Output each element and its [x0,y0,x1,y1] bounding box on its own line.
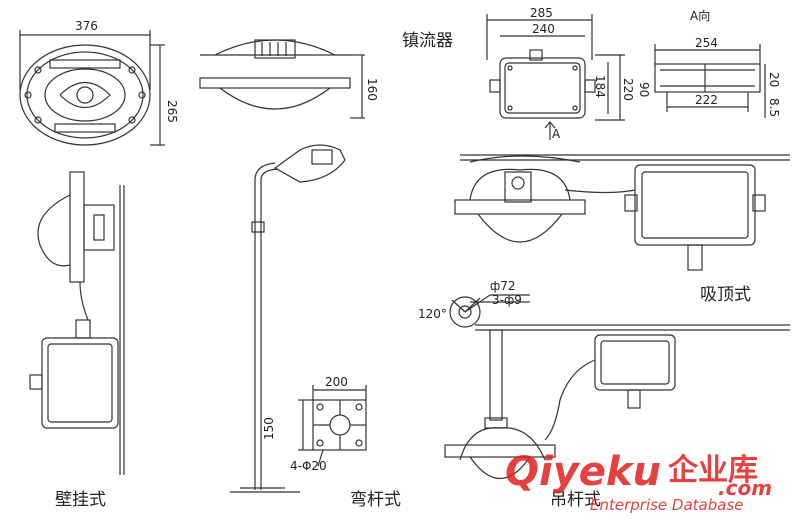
watermark-brand: Qiyeku [505,449,661,495]
pendant-mount-assembly [444,324,790,480]
dim-plate-width: 200 [325,375,348,389]
dim-view-a-h3: 8.5 [767,98,781,117]
dim-ceiling-angle: 120° [418,307,447,321]
ceiling-mount-assembly [454,154,790,271]
caption-ceiling: 吸顶式 [700,285,751,305]
watermark-sub: Enterprise Database [590,496,744,514]
dim-top-width: 376 [75,19,98,33]
watermark-brand-cn: 企业库 [668,453,758,488]
arrow-a-label: A [552,127,561,141]
wall-mount-assembly [29,171,125,475]
dim-view-a-top: 254 [695,36,718,50]
caption-pole: 弯杆式 [350,490,401,510]
dim-ballast-h1: 220 [621,78,635,101]
bent-pole-assembly [230,144,346,493]
view-a-box [654,44,766,118]
dim-view-a-h2: 20 [767,72,781,87]
dim-ballast-inner: 240 [532,22,555,36]
caption-pendant: 吊杆式 [550,490,601,510]
dim-ballast-h2: 184 [593,75,607,98]
dim-ballast-outer: 285 [530,6,553,20]
mounting-plate [298,385,367,467]
ceiling-flange-detail [449,294,530,328]
watermark-suffix: .com [718,476,772,500]
dim-ceiling-phi: ф72 [490,279,516,293]
dim-view-a-h1: 90 [637,82,651,97]
view-a-title: A向 [690,8,710,23]
dim-top-height: 265 [165,100,179,123]
ballast-box [486,14,625,140]
caption-ballast: 镇流器 [402,31,453,51]
qiyeku-watermark: Qiyeku 企业库 .com Enterprise Database [505,449,772,514]
caption-wall: 壁挂式 [55,490,106,510]
side-view-lamp [199,39,365,119]
dim-plate-holes: 4-Φ20 [290,459,327,473]
dim-ceiling-holes: 3-ф9 [492,293,522,307]
dim-view-a-bottom: 222 [695,93,718,107]
dim-side-height: 160 [365,78,379,101]
dim-plate-height: 150 [262,417,276,440]
top-view-lamp [19,30,165,146]
